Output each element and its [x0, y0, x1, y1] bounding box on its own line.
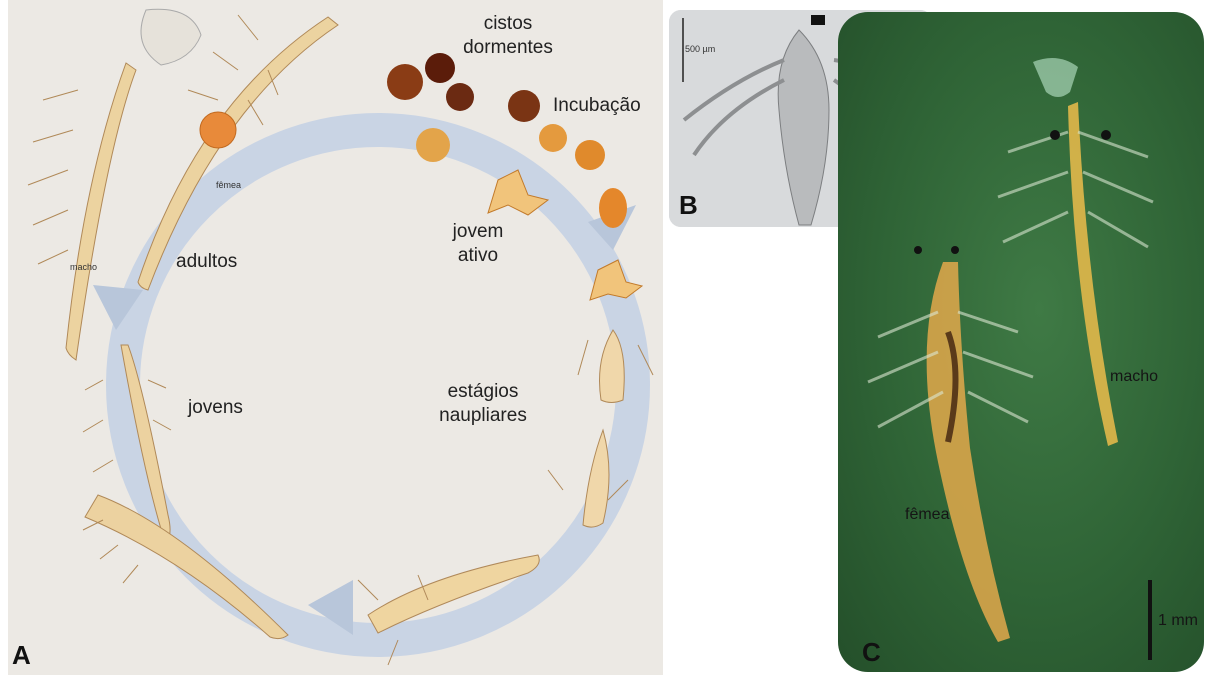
panel-c-photo: macho fêmea 1 mm C	[838, 12, 1204, 672]
label-female-tag: fêmea	[216, 180, 241, 190]
panel-a-life-cycle: cistos dormentes Incubação jovem ativo e…	[8, 0, 663, 675]
label-nauplii-line1: estágios	[418, 380, 548, 404]
label-juveniles: jovens	[188, 396, 268, 420]
panel-letter-a: A	[12, 640, 31, 671]
label-cysts-line1: cistos	[453, 12, 563, 36]
adults-figures	[28, 9, 338, 360]
label-adults: adultos	[176, 250, 266, 274]
label-cysts: cistos dormentes	[453, 12, 563, 60]
scale-label-b: 500 µm	[685, 44, 715, 54]
male-specimen	[998, 58, 1153, 446]
panel-letter-c: C	[862, 637, 881, 668]
label-female: fêmea	[905, 506, 949, 524]
label-active-young: jovem ativo	[433, 220, 523, 268]
label-nauplii: estágios naupliares	[418, 380, 548, 428]
label-cysts-line2: dormentes	[453, 36, 563, 60]
female-specimen	[868, 246, 1033, 642]
label-male-tag: macho	[70, 262, 97, 272]
label-nauplii-line2: naupliares	[418, 404, 548, 428]
label-active-young-line1: jovem	[433, 220, 523, 244]
panel-letter-b: B	[679, 190, 698, 221]
label-male: macho	[1110, 368, 1158, 386]
label-active-young-line2: ativo	[433, 244, 523, 268]
scale-label-c: 1 mm	[1158, 612, 1198, 630]
adult-photo	[838, 12, 1204, 672]
label-hatching: Incubação	[553, 94, 663, 118]
